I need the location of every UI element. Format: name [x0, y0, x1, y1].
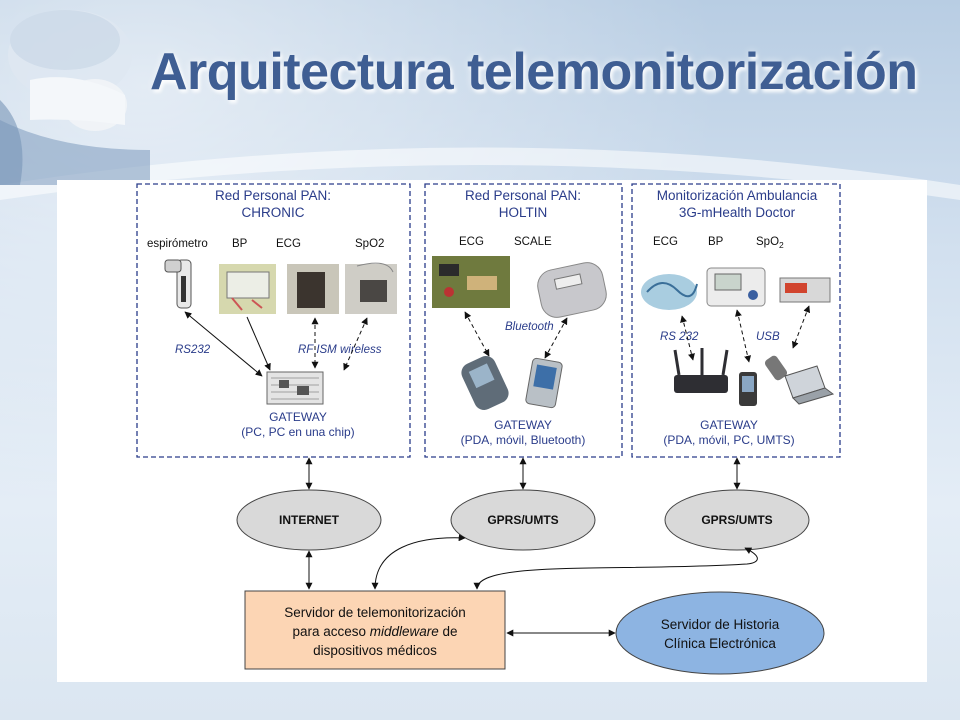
device-label-bp: BP	[232, 238, 248, 250]
ambulance-subtitle: 3G-mHealth Doctor	[679, 205, 796, 220]
link-bp-gateway	[246, 316, 271, 371]
pda-device-image	[525, 357, 563, 409]
pulse-oximeter-image	[779, 277, 831, 303]
pan-holtin-subtitle: HOLTIN	[499, 205, 548, 220]
ambulance-label-spo2: SpO2	[756, 236, 784, 250]
link-label-rs232-ambulance: RS 232	[660, 331, 699, 343]
ehr-line-2: Clínica Electrónica	[664, 636, 776, 651]
link-server-gprs-ambulance	[473, 547, 758, 590]
gateway-holtin-desc: (PDA, móvil, Bluetooth)	[461, 433, 586, 447]
mobile-phone-image	[461, 356, 509, 410]
device-label-espirometro: espirómetro	[147, 238, 208, 250]
device-label-ecg: ECG	[276, 238, 301, 250]
ecg-patch-image	[641, 274, 698, 310]
gateway-holtin-title: GATEWAY	[494, 418, 552, 432]
bp-device-image	[219, 264, 276, 314]
ambulance-title: Monitorización Ambulancia	[657, 188, 818, 203]
link-holtin-ecg-phone	[464, 311, 490, 357]
spo2-device-image	[345, 262, 397, 314]
gateway-chronic-desc: (PC, PC en una chip)	[241, 425, 354, 439]
link-scale-pda	[544, 317, 568, 359]
gateway-ambulance-title: GATEWAY	[700, 418, 758, 432]
pan-holtin-panel: Red Personal PAN: HOLTIN ECG SCALE Bluet…	[424, 183, 623, 458]
gprs-umts-node-holtin: GPRS/UMTS	[450, 489, 596, 551]
link-label-rs232: RS232	[175, 344, 211, 356]
ambulance-label-bp: BP	[708, 236, 724, 248]
link-spo2-gateway	[343, 317, 368, 371]
link-label-bluetooth: Bluetooth	[505, 321, 554, 333]
server-line-1: Servidor de telemonitorización	[284, 605, 466, 620]
holtin-label-ecg: ECG	[459, 236, 484, 248]
link-bp-pda	[735, 309, 751, 363]
pan-holtin-title: Red Personal PAN:	[465, 188, 581, 203]
device-label-spo2: SpO2	[355, 238, 384, 250]
internet-node: INTERNET	[236, 489, 382, 551]
ambulance-pda-image	[739, 372, 757, 406]
umts-router-image	[673, 348, 729, 393]
link-label-rf-ism: RF ISM wireless	[298, 344, 382, 356]
pan-chronic-panel: Red Personal PAN: CHRONIC espirómetro BP…	[136, 183, 411, 458]
server-line-3: dispositivos médicos	[313, 643, 437, 658]
ambulance-label-ecg: ECG	[653, 236, 678, 248]
link-label-usb: USB	[756, 331, 780, 343]
architecture-diagram: Red Personal PAN: CHRONIC espirómetro BP…	[57, 180, 927, 682]
telemonitoring-server: Servidor de telemonitorización para acce…	[244, 590, 506, 670]
pc-chip-gateway-image	[266, 371, 324, 405]
link-oximeter-laptop	[791, 305, 811, 349]
ambulance-phone-image	[764, 355, 788, 381]
link-server-gprs-holtin	[371, 534, 466, 590]
gprs-umts-label-2: GPRS/UMTS	[701, 513, 772, 527]
gprs-umts-label-1: GPRS/UMTS	[487, 513, 558, 527]
ecg-device-image	[287, 264, 339, 314]
holtin-ecg-board-image	[432, 256, 510, 308]
holtin-label-scale: SCALE	[514, 236, 552, 248]
slide-title: Arquitectura telemonitorización	[150, 43, 918, 101]
scale-device-image	[537, 262, 607, 318]
link-ecg-router	[680, 315, 695, 361]
server-line-2: para acceso middleware de	[292, 624, 457, 639]
laptop-image	[784, 365, 835, 405]
surgeon-image	[0, 10, 150, 185]
pan-chronic-title: Red Personal PAN:	[215, 188, 331, 203]
pan-chronic-subtitle: CHRONIC	[242, 205, 305, 220]
spirometer-device-image	[164, 259, 192, 309]
gateway-chronic-title: GATEWAY	[269, 410, 327, 424]
gprs-umts-node-ambulance: GPRS/UMTS	[664, 489, 810, 551]
gateway-ambulance-desc: (PDA, móvil, PC, UMTS)	[663, 433, 794, 447]
ambulance-bp-monitor-image	[706, 267, 766, 307]
link-spirometer-gateway	[184, 311, 263, 377]
ehr-line-1: Servidor de Historia	[661, 617, 780, 632]
ehr-server-node: Servidor de Historia Clínica Electrónica	[615, 591, 825, 675]
internet-label: INTERNET	[279, 513, 340, 527]
ambulance-panel: Monitorización Ambulancia 3G-mHealth Doc…	[631, 183, 841, 458]
